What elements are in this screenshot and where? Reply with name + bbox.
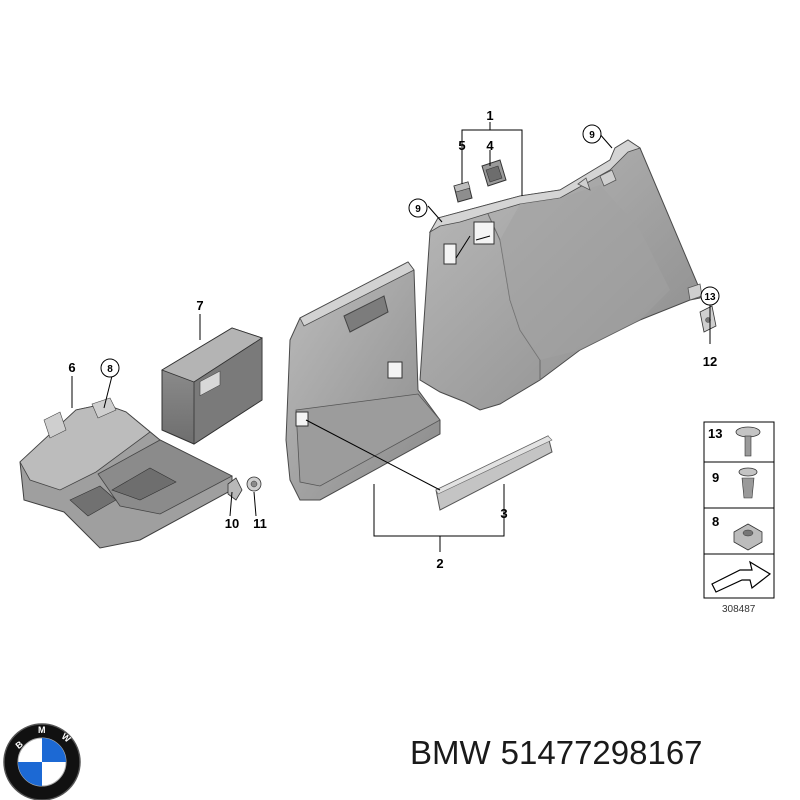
callout-2: 2 <box>436 556 443 571</box>
callout-12: 12 <box>703 354 717 369</box>
brand-name: BMW <box>410 734 491 771</box>
svg-text:M: M <box>38 725 46 735</box>
clip-part-5 <box>453 181 473 203</box>
callout-4: 4 <box>486 138 494 153</box>
lower-trim-panel <box>285 261 441 501</box>
callout-3: 3 <box>500 506 507 521</box>
fastener-legend: 13 9 8 <box>703 421 775 599</box>
legend-item-9: 9 <box>712 470 719 485</box>
sill-strip <box>435 435 553 511</box>
direction-arrow-icon <box>711 560 772 593</box>
diagram-code: 308487 <box>722 604 756 615</box>
callout-9-circled-left: 9 <box>415 204 421 215</box>
part-number: 51477298167 <box>500 734 703 771</box>
legend-item-8: 8 <box>712 514 719 529</box>
callout-7: 7 <box>196 298 203 313</box>
callout-8-circled: 8 <box>107 364 113 375</box>
screw-13-icon <box>735 426 761 457</box>
fastener-part-12 <box>699 305 717 333</box>
callout-1: 1 <box>486 108 493 123</box>
bmw-logo: B M W <box>3 723 81 800</box>
side-trim-panel <box>419 139 703 411</box>
nut-8-icon <box>733 523 763 551</box>
tool-kit-box <box>161 327 263 445</box>
callout-11: 11 <box>253 516 267 531</box>
svg-text:B: B <box>14 739 26 751</box>
clip-9-icon <box>738 467 758 499</box>
callout-9-circled-right: 9 <box>589 130 595 141</box>
callout-13-circled: 13 <box>704 292 716 303</box>
callout-10: 10 <box>225 516 239 531</box>
clip-part-4 <box>481 159 507 187</box>
callout-6: 6 <box>68 360 75 375</box>
callout-5: 5 <box>458 138 465 153</box>
leader-lines <box>71 122 711 552</box>
legend-item-13: 13 <box>708 426 722 441</box>
storage-tray <box>19 397 233 549</box>
fastener-part-11 <box>246 476 262 492</box>
